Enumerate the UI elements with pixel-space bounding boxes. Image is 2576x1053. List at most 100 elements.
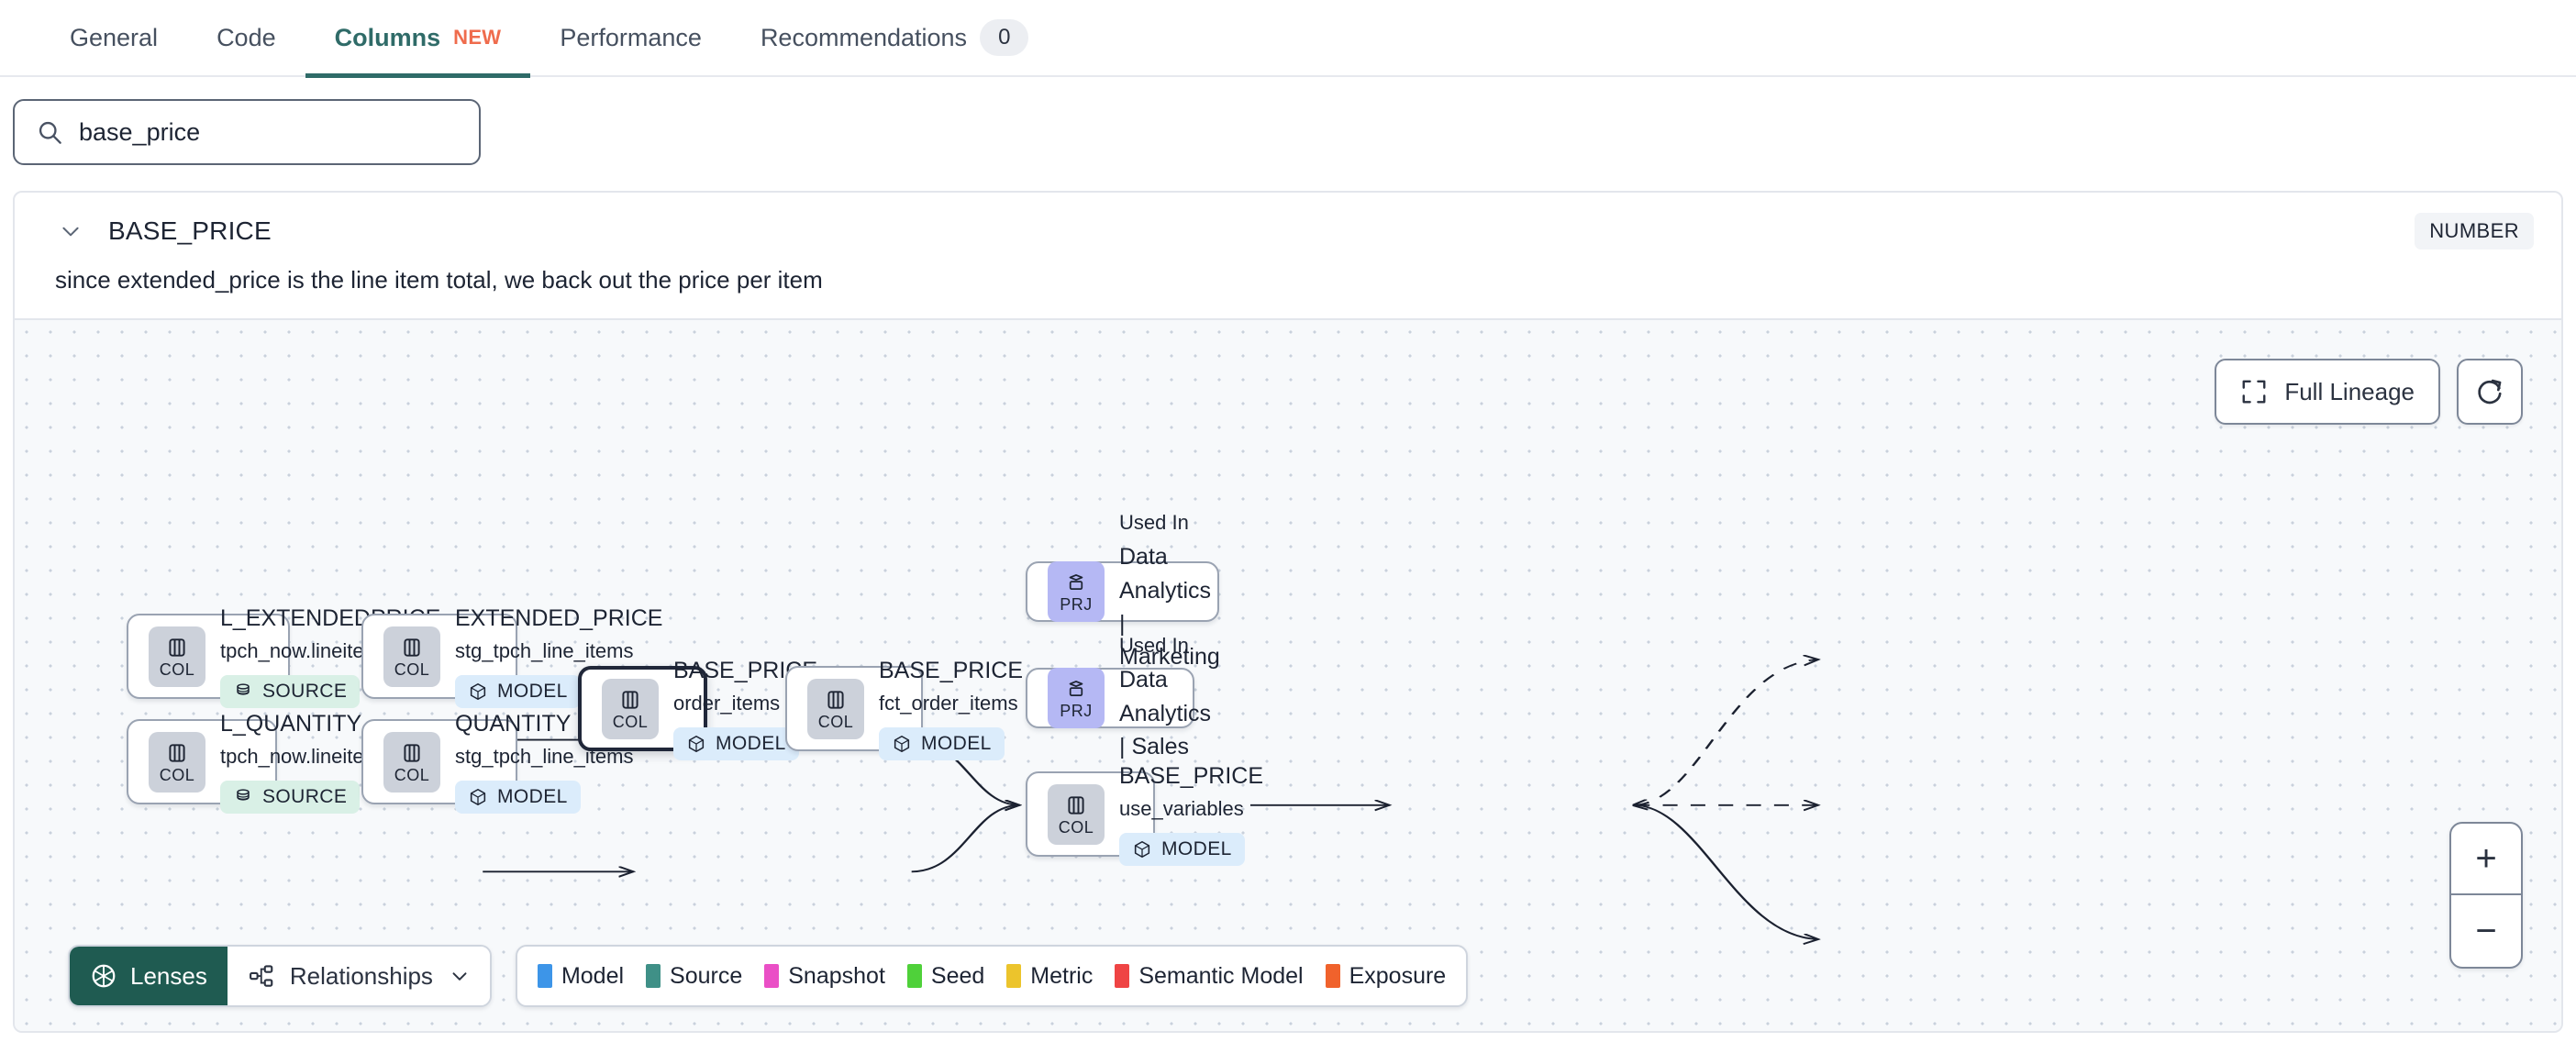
- node-type-legend: Model Source Snapshot Seed Metric: [515, 945, 1469, 1007]
- legend-item-seed: Seed: [906, 962, 985, 990]
- node-type-tag: SOURCE: [220, 675, 361, 709]
- full-lineage-label: Full Lineage: [2284, 377, 2415, 405]
- legend-item-exposure: Exposure: [1325, 962, 1447, 990]
- refresh-button[interactable]: [2457, 359, 2523, 425]
- tab-performance[interactable]: Performance: [530, 0, 731, 76]
- tab-columns-new-flag: NEW: [453, 26, 502, 49]
- refresh-icon: [2478, 379, 2502, 405]
- tab-general[interactable]: General: [40, 0, 187, 76]
- tab-recommendations[interactable]: Recommendations 0: [731, 0, 1058, 76]
- lineage-node-extended-price[interactable]: COL EXTENDED_PRICE stg_tpch_line_items M…: [361, 605, 662, 709]
- lineage-node-project-marketing[interactable]: PRJ Used In Data Analytics | Marketing: [1026, 511, 1220, 670]
- node-type-tag: MODEL: [879, 727, 1005, 761]
- col-badge: COL: [149, 731, 205, 793]
- col-badge: COL: [383, 731, 440, 793]
- col-badge: COL: [383, 626, 440, 687]
- cube-icon: [1134, 841, 1150, 859]
- column-detail-card: BASE_PRICE NUMBER since extended_price i…: [13, 191, 2563, 1033]
- legend-label-metric: Metric: [1030, 962, 1094, 989]
- cube-icon: [688, 736, 705, 753]
- tab-code[interactable]: Code: [187, 0, 305, 76]
- canvas-bottom-toolbar: Lenses Relationships: [68, 945, 1469, 1007]
- chevron-down-icon[interactable]: [59, 219, 83, 243]
- node-subtitle: tpch_now.lineitem: [220, 639, 381, 663]
- lens-relationship-group: Lenses Relationships: [68, 945, 492, 1007]
- legend-item-source: Source: [646, 963, 742, 990]
- column-icon: [169, 637, 185, 657]
- node-body: Used In Data Analytics | Sales: [1119, 633, 1211, 763]
- node-type-tag: SOURCE: [220, 781, 361, 815]
- database-icon: [237, 683, 250, 695]
- legend-label-seed: Seed: [930, 962, 985, 989]
- legend-item-metric: Metric: [1006, 963, 1093, 990]
- node-title: BASE_PRICE: [1119, 762, 1264, 789]
- chevron-down-icon: [452, 972, 467, 981]
- legend-label-model: Model: [561, 962, 625, 989]
- node-subtitle: stg_tpch_line_items: [455, 639, 634, 663]
- column-icon: [404, 743, 420, 762]
- col-badge-label: COL: [612, 712, 649, 731]
- col-badge: COL: [149, 626, 205, 687]
- node-subtitle: order_items: [673, 692, 781, 715]
- lineage-node-quantity[interactable]: COL QUANTITY stg_tpch_line_items MODEL: [361, 711, 633, 815]
- search-icon: [39, 121, 61, 144]
- node-type-tag-label: SOURCE: [262, 786, 348, 808]
- cube-icon: [470, 789, 486, 806]
- legend-swatch-metric: [1006, 964, 1022, 988]
- node-subtitle: use_variables: [1119, 797, 1244, 821]
- legend-swatch-source: [646, 964, 661, 988]
- column-icon: [1068, 795, 1084, 815]
- node-title: QUANTITY: [455, 710, 572, 737]
- recommendations-count-badge: 0: [980, 19, 1029, 56]
- node-used-in-label: Used In: [1119, 510, 1189, 534]
- node-type-tag: MODEL: [673, 727, 799, 761]
- project-icon: [1069, 681, 1083, 697]
- prj-badge: PRJ: [1048, 561, 1105, 622]
- lineage-node-l-extendedprice[interactable]: COL L_EXTENDEDPRICE tpch_now.lineitem SO…: [127, 605, 440, 709]
- lineage-canvas[interactable]: COL L_EXTENDEDPRICE tpch_now.lineitem SO…: [15, 318, 2561, 1031]
- expand-icon: [2242, 380, 2266, 404]
- column-icon: [169, 743, 185, 762]
- lineage-node-l-quantity[interactable]: COL L_QUANTITY tpch_now.lineitem SOURCE: [127, 711, 381, 815]
- tab-columns-label: Columns: [334, 23, 441, 51]
- status-badge: NUMBER: [2415, 213, 2534, 249]
- node-type-tag: MODEL: [455, 675, 581, 709]
- node-title: L_QUANTITY: [220, 710, 362, 737]
- node-title: BASE_PRICE: [879, 657, 1024, 683]
- legend-label-exposure: Exposure: [1349, 962, 1447, 989]
- lineage-node-base-price-order-items[interactable]: COL BASE_PRICE order_items MODEL: [578, 658, 817, 761]
- zoom-out-button[interactable]: −: [2475, 910, 2497, 951]
- search-input[interactable]: base_price: [13, 99, 481, 165]
- zoom-controls: + −: [2449, 822, 2523, 969]
- legend-label-snapshot: Snapshot: [788, 962, 885, 989]
- relationships-label: Relationships: [289, 961, 433, 990]
- col-badge-label: COL: [817, 712, 854, 731]
- cube-icon: [470, 683, 486, 701]
- aperture-icon: [92, 964, 116, 988]
- node-body: L_QUANTITY tpch_now.lineitem SOURCE: [220, 710, 381, 815]
- relationships-dropdown[interactable]: Relationships: [227, 947, 490, 1005]
- node-project-name: Data Analytics | Marketing: [1119, 544, 1220, 670]
- col-badge: COL: [807, 678, 864, 739]
- node-used-in-label: Used In: [1119, 633, 1189, 657]
- column-icon: [404, 637, 420, 657]
- hierarchy-icon: [249, 965, 273, 987]
- column-description: since extended_price is the line item to…: [55, 266, 823, 294]
- legend-item-semantic-model: Semantic Model: [1115, 963, 1304, 990]
- prj-badge-label: PRJ: [1060, 702, 1093, 720]
- full-lineage-button[interactable]: Full Lineage: [2215, 359, 2440, 425]
- tab-recommendations-label: Recommendations: [760, 23, 968, 51]
- zoom-in-button[interactable]: +: [2451, 824, 2521, 895]
- lineage-node-base-price-fct-order-items[interactable]: COL BASE_PRICE fct_order_items MODEL: [785, 658, 1023, 761]
- lineage-node-project-sales[interactable]: PRJ Used In Data Analytics | Sales: [1026, 634, 1211, 759]
- lenses-button[interactable]: Lenses: [70, 947, 228, 1005]
- page-title: BASE_PRICE: [108, 216, 272, 245]
- tab-code-label: Code: [217, 23, 276, 51]
- legend-label-source: Source: [670, 962, 743, 989]
- lineage-node-base-price-use-variables[interactable]: COL BASE_PRICE use_variables MODEL: [1026, 763, 1263, 867]
- col-badge: COL: [602, 678, 659, 739]
- node-type-tag-label: MODEL: [716, 733, 786, 755]
- legend-swatch-model: [537, 964, 552, 988]
- canvas-top-controls: Full Lineage: [2215, 359, 2523, 425]
- tab-columns[interactable]: Columns NEW: [305, 0, 531, 78]
